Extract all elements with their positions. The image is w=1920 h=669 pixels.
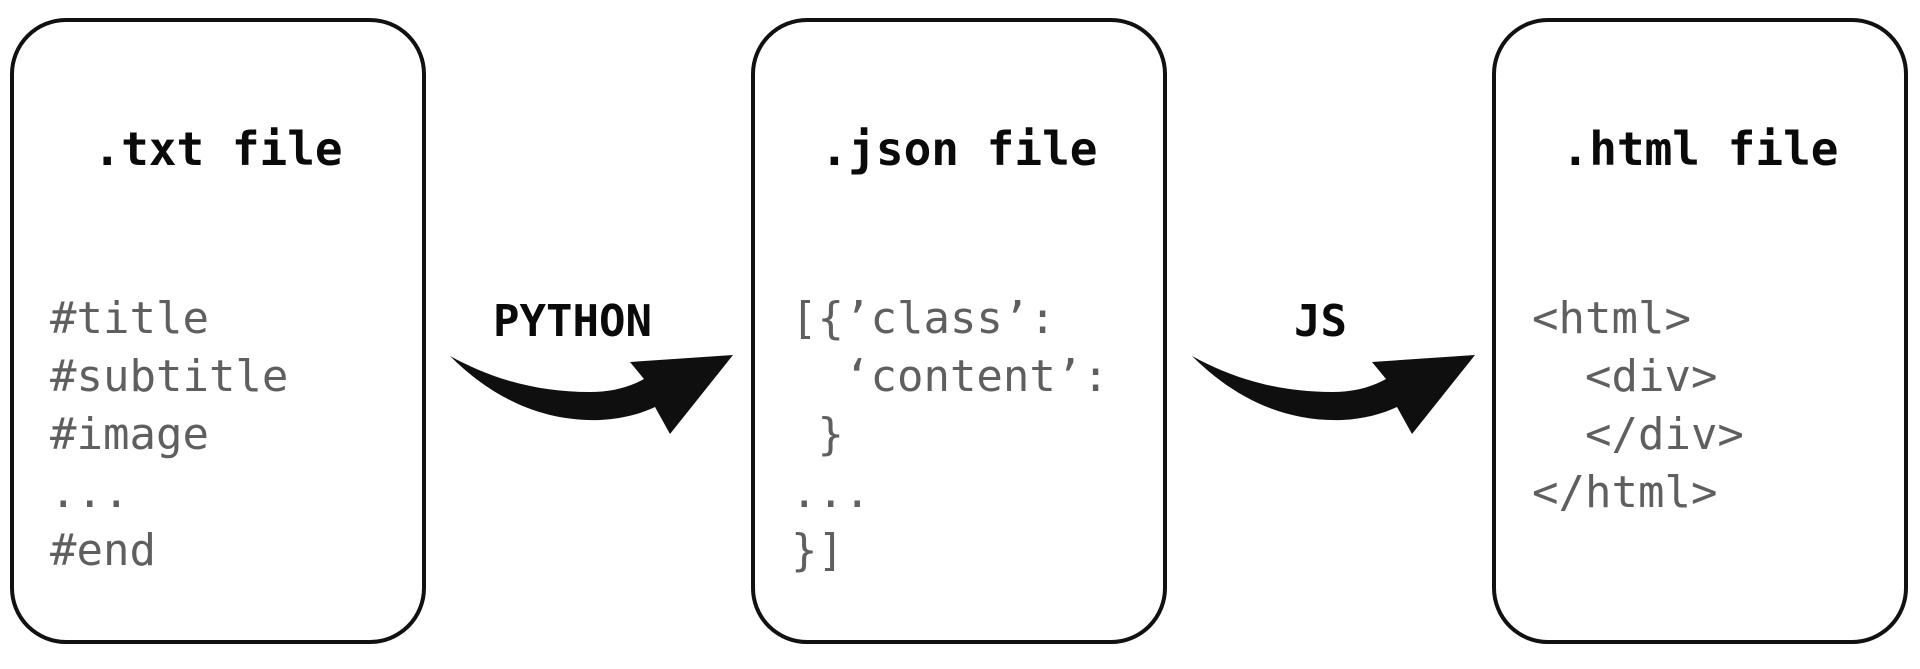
python-arrow-icon [450,355,733,434]
js-arrow-icon [1192,355,1475,434]
json-file-title: .json file [820,122,1098,176]
txt-file-content: #title #subtitle #image ... #end [50,290,288,580]
json-line-open: [{’class’: [791,293,1056,344]
txt-line-end: #end [50,525,156,576]
html-line-close-div: </div> [1532,409,1744,460]
txt-line-subtitle: #subtitle [50,351,289,402]
txt-line-image: #image [50,409,209,460]
txt-line-ellipsis: ... [50,467,130,518]
json-line-content: ‘content’: [791,351,1109,402]
json-file-content: [{’class’: ‘content’: } ... }] [791,290,1109,580]
html-file-card: .html file <html> <div> </div> </html> [1492,18,1908,644]
txt-line-title: #title [50,293,209,344]
python-arrow-label: PYTHON [493,296,652,347]
json-file-card: .json file [{’class’: ‘content’: } ... }… [751,18,1167,644]
html-line-open-html: <html> [1532,293,1691,344]
json-line-ellipsis: ... [791,467,871,518]
html-file-title: .html file [1561,122,1839,176]
txt-file-card: .txt file #title #subtitle #image ... #e… [10,18,426,644]
html-file-content: <html> <div> </div> </html> [1532,290,1744,522]
json-line-close-array: }] [791,525,844,576]
html-line-open-div: <div> [1532,351,1718,402]
txt-file-title: .txt file [93,122,343,176]
json-line-close-object: } [791,409,844,460]
js-arrow-label: JS [1294,296,1347,347]
html-line-close-html: </html> [1532,467,1718,518]
